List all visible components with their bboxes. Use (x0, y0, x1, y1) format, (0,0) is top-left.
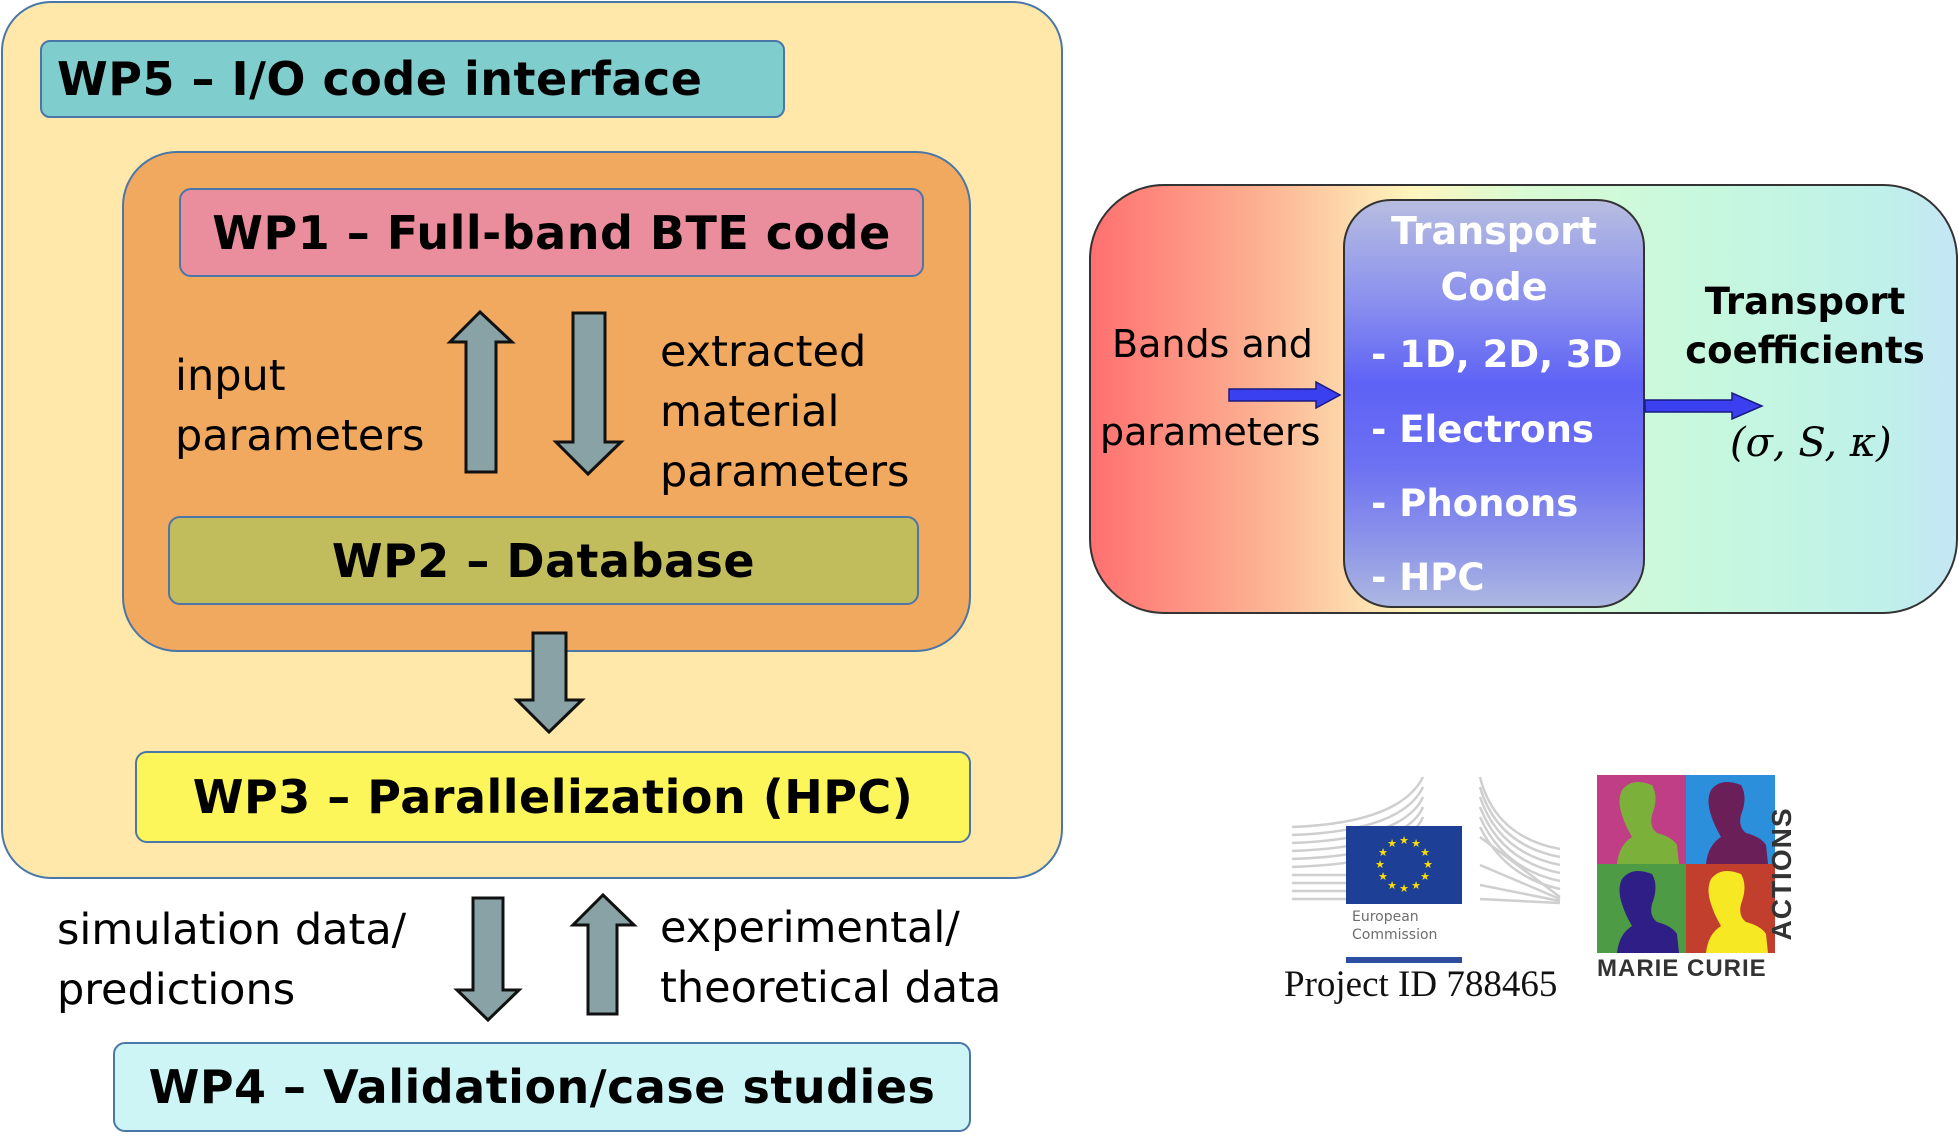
wp5-label: WP5 – I/O code interface (57, 52, 703, 106)
label-line: experimental/ (660, 903, 960, 953)
svg-text:★: ★ (1423, 858, 1433, 871)
mc-square-red (1686, 864, 1775, 953)
svg-text:★: ★ (1378, 846, 1388, 859)
mc-square-green (1597, 864, 1686, 953)
svg-text:★: ★ (1387, 879, 1397, 892)
code-item-dimensions: - 1D, 2D, 3D (1371, 333, 1623, 376)
bands-label: Bands and (1112, 322, 1313, 366)
transport-code-title: Code (1440, 265, 1548, 309)
experimental-data-label: experimental/ theoretical data (660, 898, 1001, 1018)
transport-code-title: Transport (1390, 209, 1597, 253)
transport-code-box: Transport Code - 1D, 2D, 3D - Electrons … (1343, 199, 1645, 608)
label-line: Commission (1352, 927, 1438, 943)
wp2-box: WP2 – Database (168, 516, 919, 605)
wp2-label: WP2 – Database (331, 533, 756, 588)
portrait-icon (1706, 781, 1768, 864)
wp4-box: WP4 – Validation/case studies (113, 1042, 971, 1132)
arrow-up-experimental-icon (569, 892, 638, 1016)
label-line: coefficients (1685, 329, 1925, 372)
arrow-down-simulation-icon (453, 896, 523, 1023)
wp1-label: WP1 – Full-band BTE code (212, 205, 891, 260)
eu-flag-icon: ★★★ ★★★ ★★★ ★★★ (1346, 826, 1462, 904)
svg-text:★: ★ (1411, 837, 1421, 850)
wp3-box: WP3 – Parallelization (HPC) (135, 751, 971, 843)
label-line: Transport (1704, 280, 1906, 323)
wp5-box: WP5 – I/O code interface (40, 40, 785, 118)
label-line: parameters (175, 411, 425, 461)
input-parameters-label: input parameters (175, 346, 424, 466)
label-line: theoretical data (660, 963, 1002, 1013)
wp3-label: WP3 – Parallelization (HPC) (192, 770, 914, 824)
wp4-label: WP4 – Validation/case studies (148, 1060, 936, 1114)
portrait-icon (1617, 870, 1679, 953)
code-item-electrons: - Electrons (1371, 408, 1594, 451)
svg-text:★: ★ (1375, 858, 1385, 871)
code-item-phonons: - Phonons (1371, 482, 1579, 525)
mc-square-blue (1686, 775, 1775, 864)
portrait-icon (1706, 870, 1768, 953)
portrait-icon (1617, 781, 1679, 864)
parameters-label: parameters (1100, 410, 1321, 454)
mc-square-magenta (1597, 775, 1686, 864)
svg-text:★: ★ (1411, 879, 1421, 892)
svg-text:★: ★ (1420, 846, 1430, 859)
label-line: European (1352, 909, 1419, 925)
svg-text:★: ★ (1399, 882, 1409, 895)
label-line: input (175, 351, 286, 401)
svg-text:★: ★ (1387, 837, 1397, 850)
extracted-parameters-label: extracted material parameters (660, 322, 909, 502)
project-id: Project ID 788465 (1284, 964, 1558, 1005)
svg-text:★: ★ (1378, 870, 1388, 883)
simulation-data-label: simulation data/ predictions (57, 900, 406, 1020)
label-line: predictions (57, 965, 296, 1015)
transport-coefficients-label: Transport coefficients (1680, 280, 1930, 372)
eu-stars: ★★★ ★★★ ★★★ ★★★ (1375, 834, 1433, 895)
code-item-hpc: - HPC (1371, 556, 1485, 599)
ec-name: European Commission (1352, 908, 1437, 944)
svg-text:★: ★ (1399, 834, 1409, 847)
label-line: material (660, 387, 840, 437)
ec-underline (1346, 957, 1462, 963)
svg-text:★: ★ (1420, 870, 1430, 883)
actions-text: ACTIONS (1766, 807, 1797, 941)
label-line: parameters (660, 447, 910, 497)
coefficient-symbols: (σ, S, κ) (1730, 420, 1892, 466)
wp1-box: WP1 – Full-band BTE code (179, 188, 924, 277)
label-line: extracted (660, 327, 867, 377)
label-line: simulation data/ (57, 905, 407, 955)
marie-curie-text: MARIE CURIE (1597, 955, 1767, 982)
